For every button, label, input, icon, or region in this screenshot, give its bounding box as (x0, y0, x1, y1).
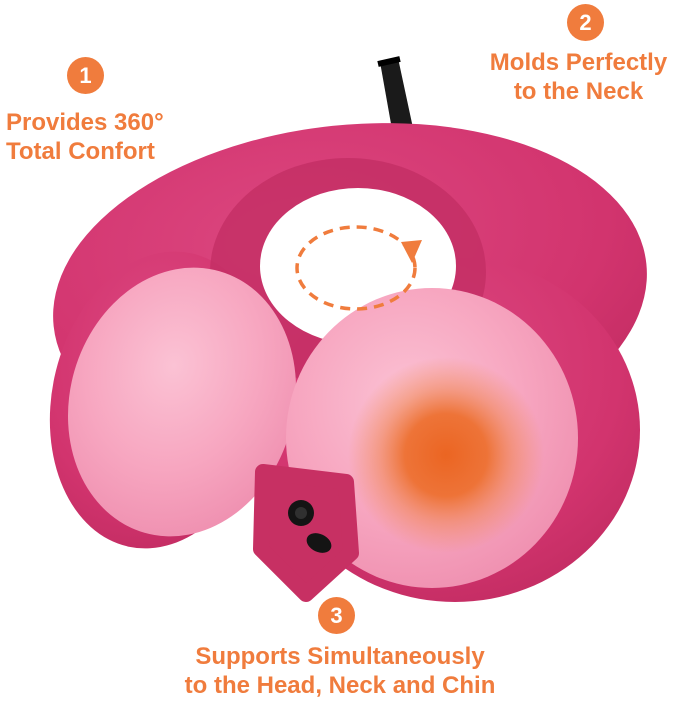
callout-2-line-1: Molds Perfectly (489, 49, 668, 76)
rotation-arrow-icon (295, 225, 422, 311)
callout-1-line-2: Total Confort (6, 138, 155, 166)
callout-3-badge: 3 (318, 597, 355, 634)
callout-2-line-2: to the Neck (513, 78, 644, 106)
left-cheek-lobe (67, 267, 297, 537)
callout-1-line-1: Provides 360° (6, 109, 164, 136)
callout-3-line-1: Supports Simultaneously (195, 643, 485, 670)
hanging-strap-icon (377, 56, 413, 135)
pressure-glow-highlight (348, 357, 544, 553)
callout-2-text: Molds Perfectly to the Neck (478, 48, 679, 107)
callout-2-badge: 2 (567, 4, 604, 41)
snap-stud-icon (306, 533, 332, 553)
callout-1-badge: 1 (67, 57, 104, 94)
snap-closure (253, 464, 359, 602)
callout-3-text: Supports Simultaneously to the Head, Nec… (90, 642, 590, 701)
callout-1-text: Provides 360° Total Confort (6, 108, 206, 167)
callout-3-line-2: to the Head, Neck and Chin (184, 672, 496, 700)
